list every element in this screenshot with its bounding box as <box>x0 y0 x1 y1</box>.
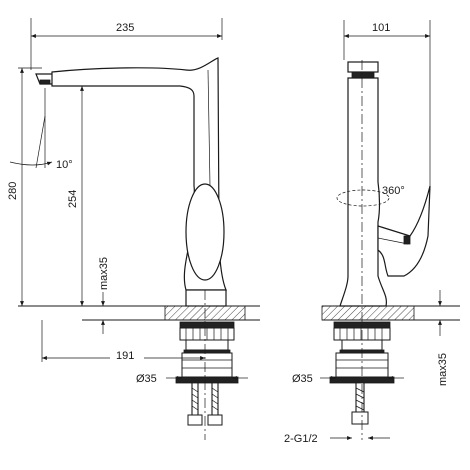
front-view: 235 <box>7 18 260 440</box>
dimension-counter-thickness: max35 <box>98 257 110 334</box>
dimension-side-counter-thickness: max35 <box>434 290 460 386</box>
dimension-mount-diameter-front: Ø35 <box>136 373 248 385</box>
spout-height-label: 254 <box>67 190 79 208</box>
side-counter-thickness-label: max35 <box>437 353 449 386</box>
side-spout-top <box>347 61 379 79</box>
total-height-label: 280 <box>7 182 19 200</box>
side-lever <box>377 185 431 277</box>
overall-width-label: 235 <box>116 22 134 34</box>
spout-tip <box>35 73 55 85</box>
rotation-indicator: 360° <box>336 185 405 207</box>
mount-diameter-side-label: Ø35 <box>292 373 313 385</box>
rotation-label: 360° <box>382 185 405 197</box>
dimension-hose-reach: 191 <box>41 320 205 362</box>
dimension-side-width: 101 <box>343 20 431 190</box>
side-width-label: 101 <box>372 22 390 34</box>
counter-thickness-label: max35 <box>98 257 110 290</box>
dimension-total-height: 280 <box>7 67 42 306</box>
mounting-assembly <box>175 289 239 426</box>
counter-top <box>18 305 260 321</box>
mount-diameter-front-label: Ø35 <box>136 373 157 385</box>
hose-thread-label: 2-G1/2 <box>284 433 318 445</box>
dimension-angle: 10° <box>9 88 73 171</box>
side-counter-top <box>321 305 460 321</box>
dimension-overall-width: 235 <box>30 18 223 70</box>
dimension-hose-thread: 2-G1/2 <box>284 433 390 445</box>
side-body <box>339 77 387 307</box>
lever-handle <box>185 183 225 281</box>
dimension-spout-height: 254 <box>60 85 92 306</box>
hose-reach-label: 191 <box>116 350 134 362</box>
side-view: 101 360° <box>284 20 460 445</box>
angle-label: 10° <box>56 159 73 171</box>
dimension-mount-diameter-side: Ø35 <box>292 373 404 385</box>
